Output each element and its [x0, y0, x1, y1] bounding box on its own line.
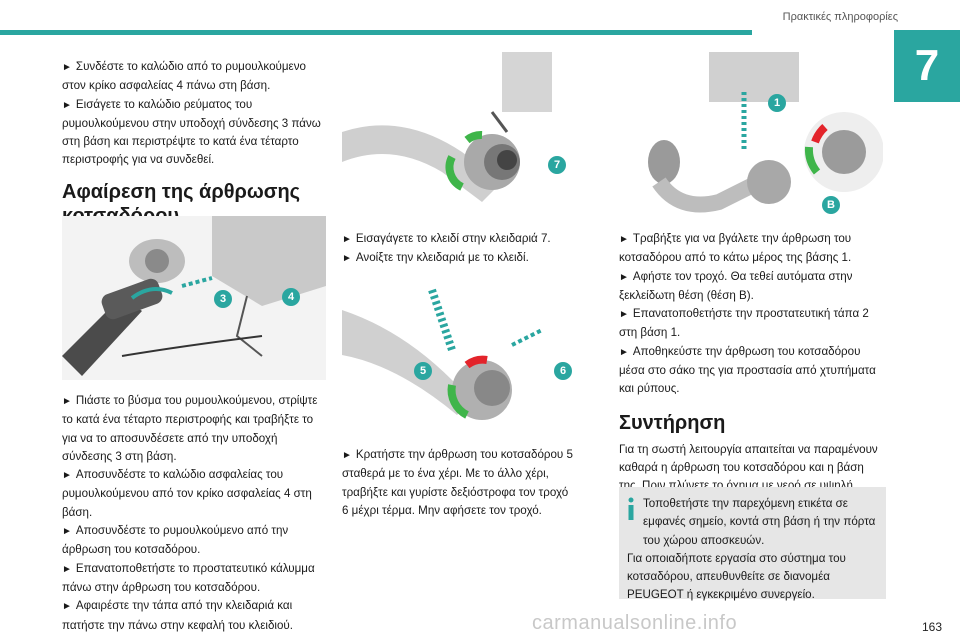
section-title: Πρακτικές πληροφορίες: [782, 11, 898, 23]
step-item: ►Πιάστε το βύσμα του ρυμουλκούμενου, στρ…: [62, 394, 318, 463]
bullet-arrow-icon: ►: [619, 271, 629, 283]
bullet-arrow-icon: ►: [619, 346, 629, 358]
chapter-tab: 7: [894, 30, 960, 102]
callout-badge: 6: [554, 362, 572, 380]
step-item: ►Αφήστε τον τροχό. Θα τεθεί αυτόματα στη…: [619, 269, 853, 302]
step-item: ►Ανοίξτε την κλειδαριά με το κλειδί.: [342, 251, 529, 265]
header-rule: [0, 30, 752, 35]
bullet-arrow-icon: ►: [342, 253, 352, 265]
step-item: ►Αποθηκεύστε την άρθρωση του κοτσαδόρου …: [619, 344, 876, 396]
lock-illustration: [342, 52, 574, 220]
step-item: ►Συνδέστε το καλώδιο από το ρυμουλκούμεν…: [62, 60, 306, 93]
bullet-arrow-icon: ►: [62, 62, 72, 73]
bullet-arrow-icon: ►: [62, 470, 72, 482]
bullet-arrow-icon: ►: [62, 563, 72, 575]
step-item: ►Εισαγάγετε το κλειδί στην κλειδαριά 7.: [342, 232, 551, 245]
bullet-arrow-icon: ►: [62, 396, 72, 407]
bullet-arrow-icon: ►: [62, 526, 72, 538]
info-box: Τοποθετήστε την παρεχόμενη ετικέτα σε εμ…: [619, 487, 886, 601]
removal-illustration: [619, 52, 883, 220]
joint-illustration: [342, 270, 574, 434]
figure-key-insert: 7: [342, 52, 574, 220]
info-icon: [628, 497, 634, 520]
section-heading: Συντήρηση: [619, 411, 726, 434]
bullet-arrow-icon: ►: [62, 601, 72, 613]
step-item: ►Επανατοποθετήστε το προστατευτικό κάλυμ…: [62, 561, 315, 594]
watermark: carmanualsonline.info: [532, 612, 738, 634]
callout-badge: 7: [548, 156, 566, 174]
column-2-bottom: ►Κρατήστε την άρθρωση του κοτσαδόρου 5 σ…: [342, 446, 574, 520]
bullet-arrow-icon: ►: [342, 234, 352, 245]
column-1-bottom: ►Πιάστε το βύσμα του ρυμουλκούμενου, στρ…: [62, 392, 326, 635]
step-item: ►Εισάγετε το καλώδιο ρεύματος του ρυμουλ…: [62, 97, 321, 167]
callout-badge: 3: [214, 290, 232, 308]
callout-badge: 5: [414, 362, 432, 380]
step-item: ►Αποσυνδέστε το καλώδιο ασφαλείας του ρυ…: [62, 468, 312, 519]
bullet-arrow-icon: ►: [619, 309, 629, 321]
info-text-2: Για οποιαδήποτε εργασία στο σύστημα του …: [627, 551, 846, 602]
bullet-arrow-icon: ►: [342, 450, 352, 461]
bullet-arrow-icon: ►: [62, 99, 72, 111]
step-item: ►Τραβήξτε για να βγάλετε την άρθρωση του…: [619, 232, 852, 265]
step-item: ►Αφαιρέστε την τάπα από την κλειδαριά κα…: [62, 599, 293, 632]
column-2-mid: ►Εισαγάγετε το κλειδί στην κλειδαριά 7. …: [342, 230, 574, 269]
callout-badge: 4: [282, 288, 300, 306]
callout-badge: B: [822, 196, 840, 214]
info-text-1: Τοποθετήστε την παρεχόμενη ετικέτα σε εμ…: [643, 497, 876, 547]
column-1: ►Συνδέστε το καλώδιο από το ρυμουλκούμεν…: [62, 58, 326, 240]
figure-disconnect: 3 4: [62, 216, 326, 380]
figure-pull-joint: 5 6: [342, 270, 574, 434]
step-item: ►Αποσυνδέστε το ρυμουλκούμενο από την άρ…: [62, 524, 289, 557]
step-item: ►Κρατήστε την άρθρωση του κοτσαδόρου 5 σ…: [342, 448, 573, 517]
figure-remove-joint: 1 B: [619, 52, 883, 220]
bullet-arrow-icon: ►: [619, 234, 629, 245]
page-number: 163: [921, 620, 942, 634]
step-item: ►Επανατοποθετήστε την προστατευτική τάπα…: [619, 307, 869, 340]
callout-badge: 1: [768, 94, 786, 112]
